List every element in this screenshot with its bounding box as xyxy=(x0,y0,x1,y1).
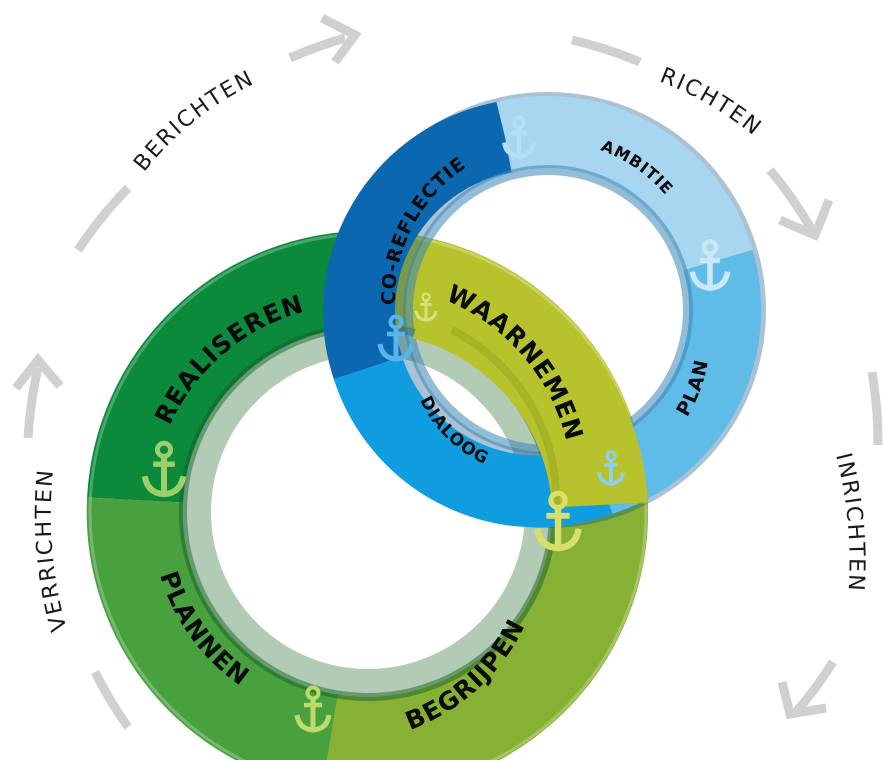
arrowhead-bottom-right xyxy=(777,680,827,720)
green-segment-begrijpen xyxy=(327,503,649,760)
cycle-arrows xyxy=(12,13,883,730)
arc-bottom-left xyxy=(90,669,132,730)
arc-top-right-2 xyxy=(766,167,816,233)
label-verrichten: VERRICHTEN xyxy=(32,467,73,634)
arrowhead-top-right xyxy=(778,198,834,241)
blue-segment-co-reflectie xyxy=(323,101,513,380)
green-ring-overlap xyxy=(412,245,648,509)
arrowhead-left xyxy=(12,352,64,391)
arc-left xyxy=(23,366,43,439)
label-berichten: BERICHTEN xyxy=(129,66,258,176)
arc-right xyxy=(867,371,883,446)
label-richten: RICHTEN xyxy=(657,63,767,141)
arrowhead-top-left xyxy=(319,13,362,65)
arc-top-left xyxy=(74,184,132,253)
green-segment-realiseren xyxy=(87,230,369,504)
arc-top-right xyxy=(570,35,642,67)
arc-bottom-right xyxy=(792,659,837,715)
label-inrichten: INRICHTEN xyxy=(830,450,868,593)
green-segment-plannen xyxy=(86,497,339,760)
arc-top-left-2 xyxy=(288,33,347,63)
blue-segment-ambitie xyxy=(496,95,753,271)
